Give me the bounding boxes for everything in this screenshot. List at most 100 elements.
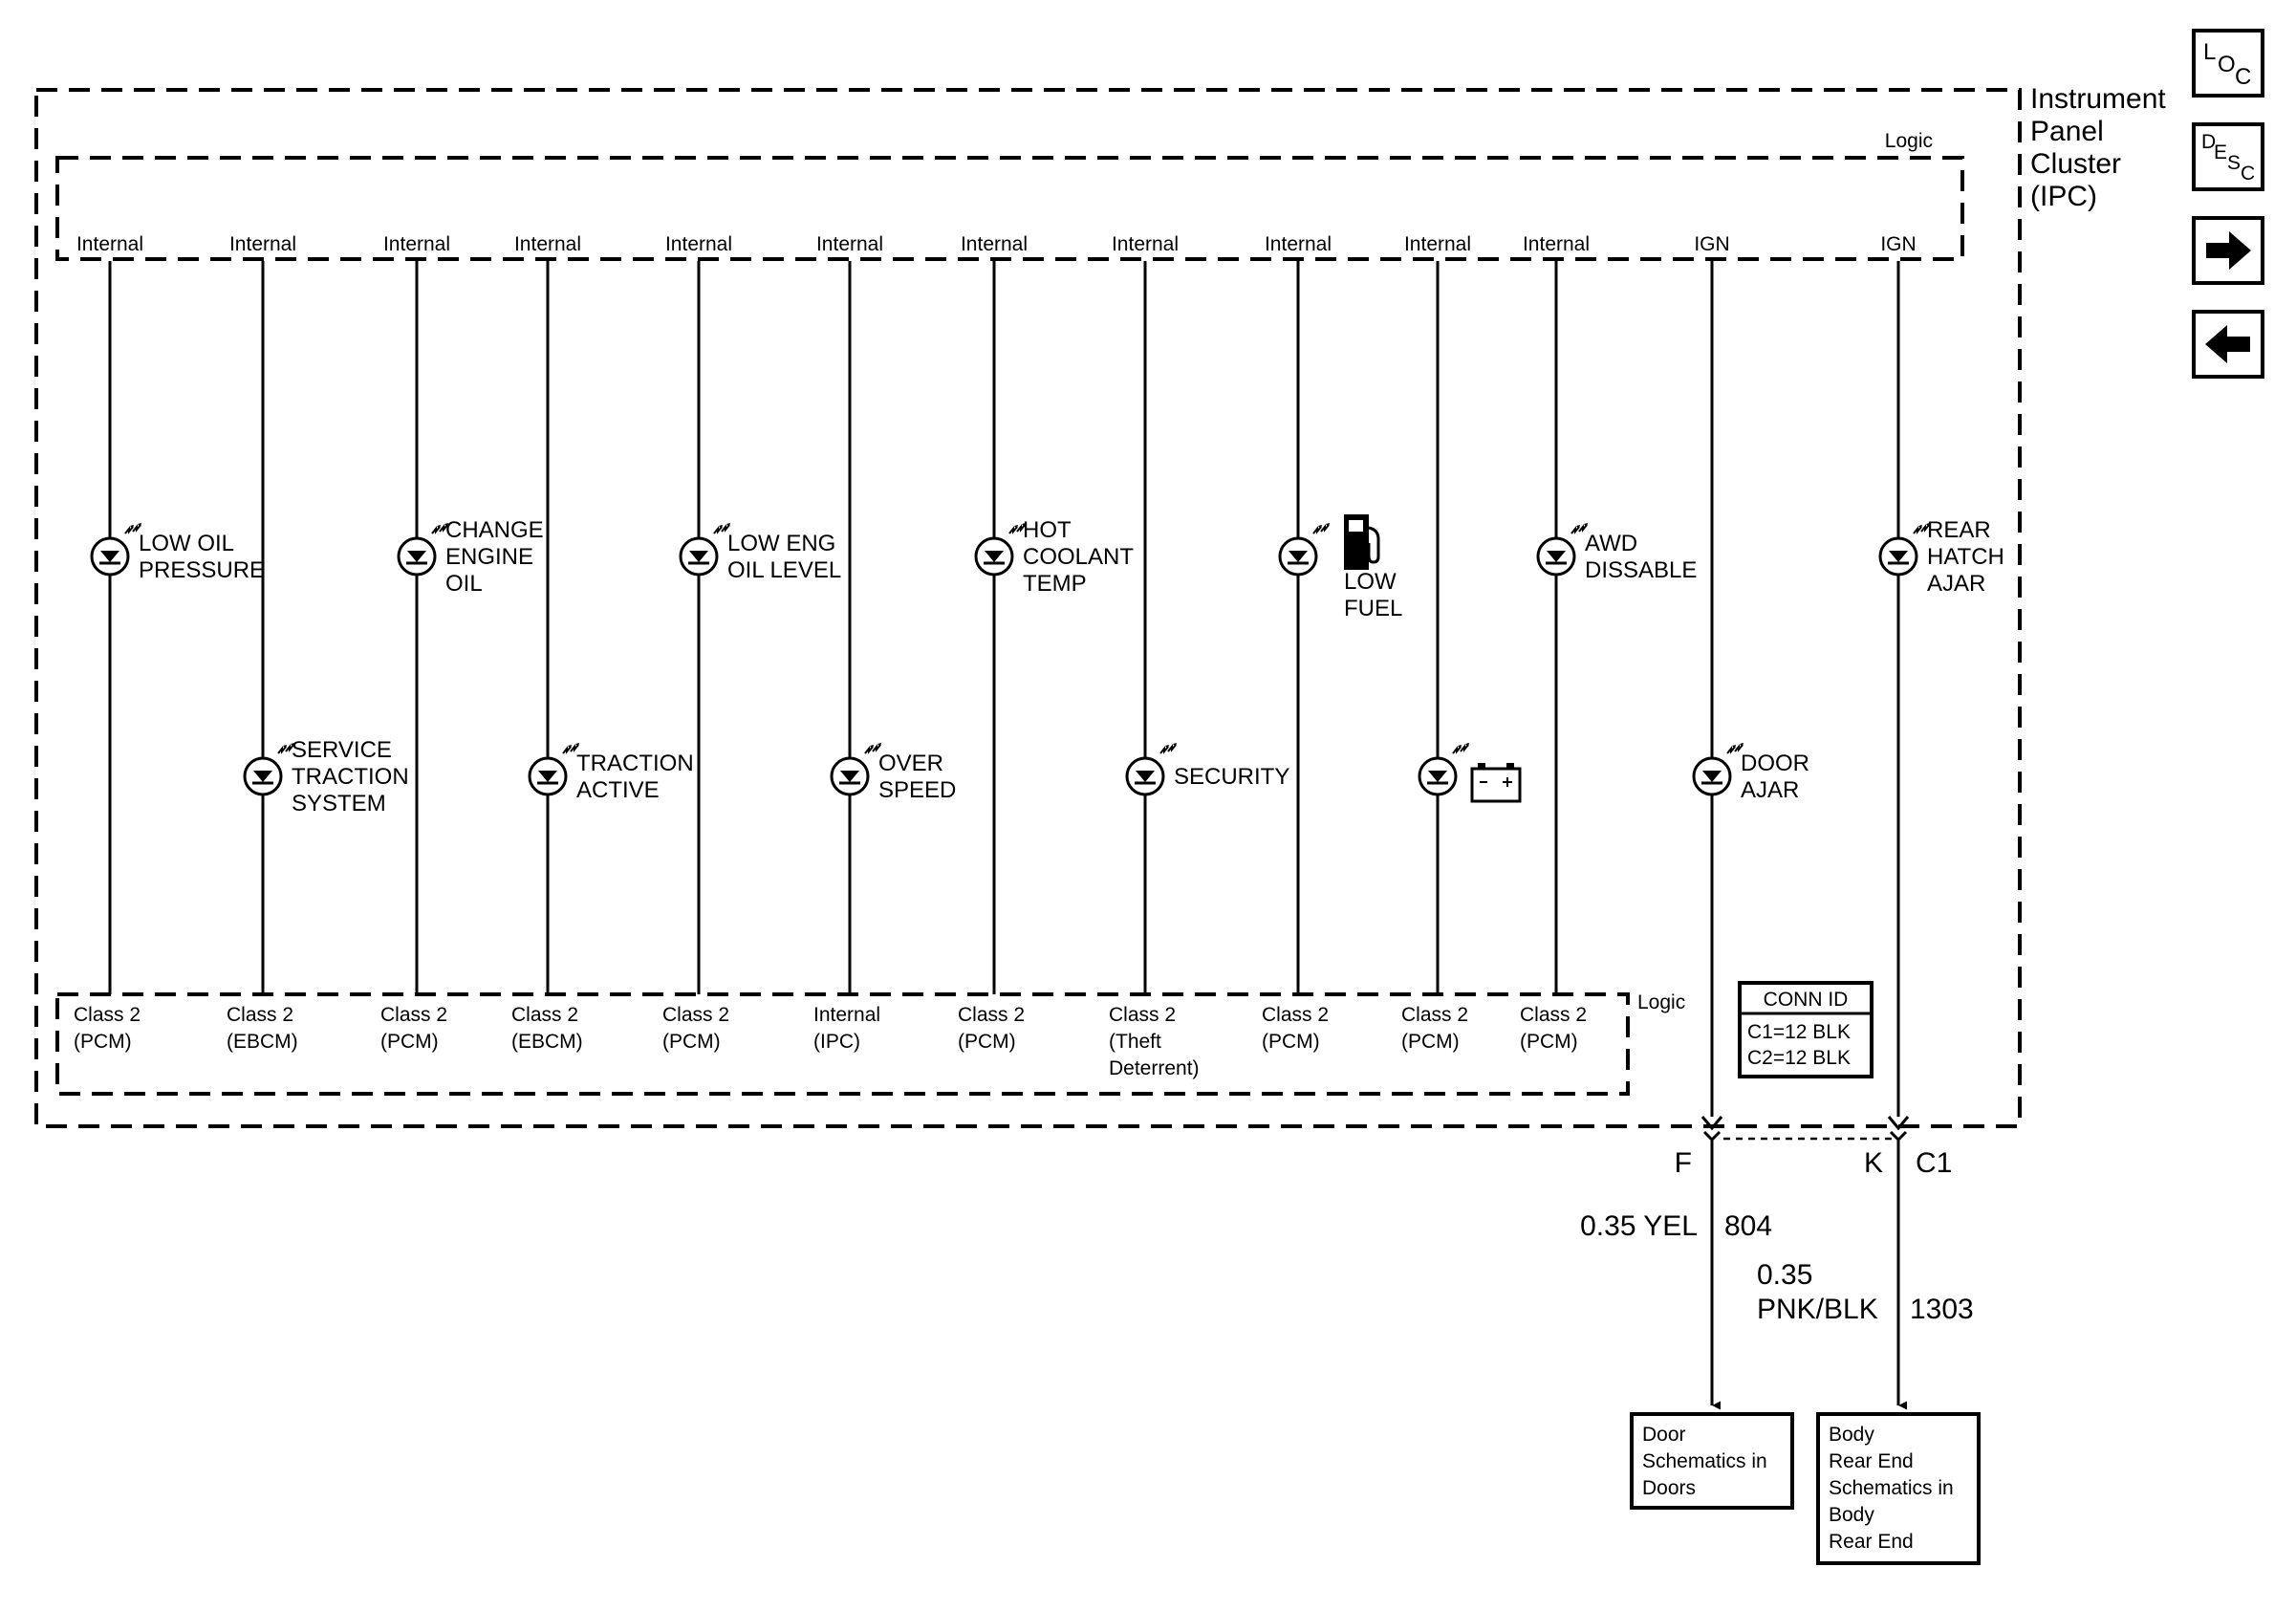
circuit-source-label: IGN — [1880, 233, 1916, 255]
conn-id-title: CONN ID — [1764, 989, 1849, 1011]
circuit-source-label: Internal — [1404, 233, 1471, 255]
wire-1303-circuit: 1303 — [1910, 1294, 1974, 1325]
indicator-lamp — [1878, 523, 1930, 577]
circuit-data-source-label: Class 2(EBCM) — [511, 1004, 583, 1053]
destination-body-rear-end-schematics[interactable]: Body Rear End Schematics in Body Rear En… — [1816, 1412, 1981, 1565]
loc-button[interactable]: L O C — [2192, 29, 2264, 98]
indicator-lamp — [528, 743, 579, 796]
indicator-lamp — [1536, 523, 1588, 577]
circuit-source-label: Internal — [961, 233, 1028, 255]
pin-label-k: K — [1864, 1147, 1883, 1179]
indicator-lamp — [1125, 743, 1177, 796]
circuit-source-label: Internal — [514, 233, 581, 255]
destination-text: Body Rear End Schematics in Body Rear En… — [1829, 1424, 1960, 1553]
logic-label-upper: Logic — [1885, 130, 1933, 152]
circuit-source-label: Internal — [1523, 233, 1590, 255]
indicator-lamp — [1418, 743, 1469, 796]
circuit-source-label: Internal — [76, 233, 143, 255]
circuit-source-label: Internal — [816, 233, 883, 255]
wire-1303-color: 0.35 PNK/BLK — [1757, 1259, 1878, 1325]
desc-button[interactable]: D E S C — [2192, 122, 2264, 191]
indicator-lamp — [397, 523, 448, 577]
svg-text:L: L — [2203, 39, 2216, 65]
arrow-right-icon — [2206, 231, 2251, 270]
svg-text:C: C — [2241, 163, 2255, 185]
indicator-label: SECURITY — [1174, 764, 1289, 790]
circuit-source-label: Internal — [383, 233, 450, 255]
destination-text: Door Schematics in Doors — [1642, 1424, 1773, 1499]
circuit-data-source-label: Class 2(PCM) — [1520, 1004, 1587, 1053]
logic-box-lower — [55, 992, 1630, 1096]
indicator-lamp — [1692, 743, 1744, 796]
circuit-data-source-label: Class 2(PCM) — [380, 1004, 447, 1053]
logic-label-lower: Logic — [1637, 991, 1685, 1013]
indicator-lamp — [830, 743, 881, 796]
wire-804-color: 0.35 YEL — [1580, 1210, 1698, 1242]
ipc-module-outline — [34, 88, 2022, 1128]
circuit-data-source-label: Class 2(PCM) — [74, 1004, 141, 1053]
pin-label-f: F — [1675, 1147, 1692, 1179]
indicator-lamp — [90, 523, 141, 577]
indicator-lamp — [1278, 523, 1330, 577]
indicator-lamp — [974, 523, 1026, 577]
logic-box-upper — [55, 156, 1964, 261]
conn-id-box: CONN ID C1=12 BLK C2=12 BLK — [1738, 981, 1874, 1078]
destination-door-schematics[interactable]: Door Schematics in Doors — [1630, 1412, 1794, 1510]
svg-text:D: D — [2201, 131, 2216, 153]
svg-text:C: C — [2235, 64, 2251, 90]
circuit-source-label: Internal — [665, 233, 732, 255]
conn-id-row: C1=12 BLK — [1747, 1021, 1851, 1043]
connector-id: C1 — [1916, 1147, 1952, 1179]
circuit-data-source-label: Class 2(PCM) — [958, 1004, 1025, 1053]
svg-text:O: O — [2218, 52, 2236, 77]
circuit-source-label: Internal — [1265, 233, 1332, 255]
circuit-source-label: Internal — [1112, 233, 1179, 255]
next-page-button[interactable] — [2192, 216, 2264, 285]
fuel-pump-icon — [1344, 514, 1380, 570]
connector-c1: F K C1 — [1675, 1116, 1952, 1179]
circuit-source-label: IGN — [1694, 233, 1729, 255]
circuit-data-source-label: Class 2(PCM) — [1401, 1004, 1468, 1053]
arrow-left-icon — [2205, 325, 2250, 363]
circuit-data-source-label: Class 2(EBCM) — [227, 1004, 298, 1053]
previous-page-button[interactable] — [2192, 310, 2264, 379]
circuit-source-label: Internal — [229, 233, 296, 255]
indicator-lamp — [243, 743, 294, 796]
circuit-data-source-label: Internal(IPC) — [813, 1004, 880, 1053]
svg-text:S: S — [2227, 152, 2241, 174]
module-name: Instrument Panel Cluster (IPC) — [2030, 83, 2174, 212]
svg-text:E: E — [2214, 142, 2227, 163]
wire-804-circuit: 804 — [1724, 1210, 1772, 1242]
circuit-data-source-label: Class 2(PCM) — [1262, 1004, 1329, 1053]
indicator-lamp — [679, 523, 730, 577]
battery-icon — [1470, 763, 1522, 803]
circuit-data-source-label: Class 2(PCM) — [662, 1004, 729, 1053]
